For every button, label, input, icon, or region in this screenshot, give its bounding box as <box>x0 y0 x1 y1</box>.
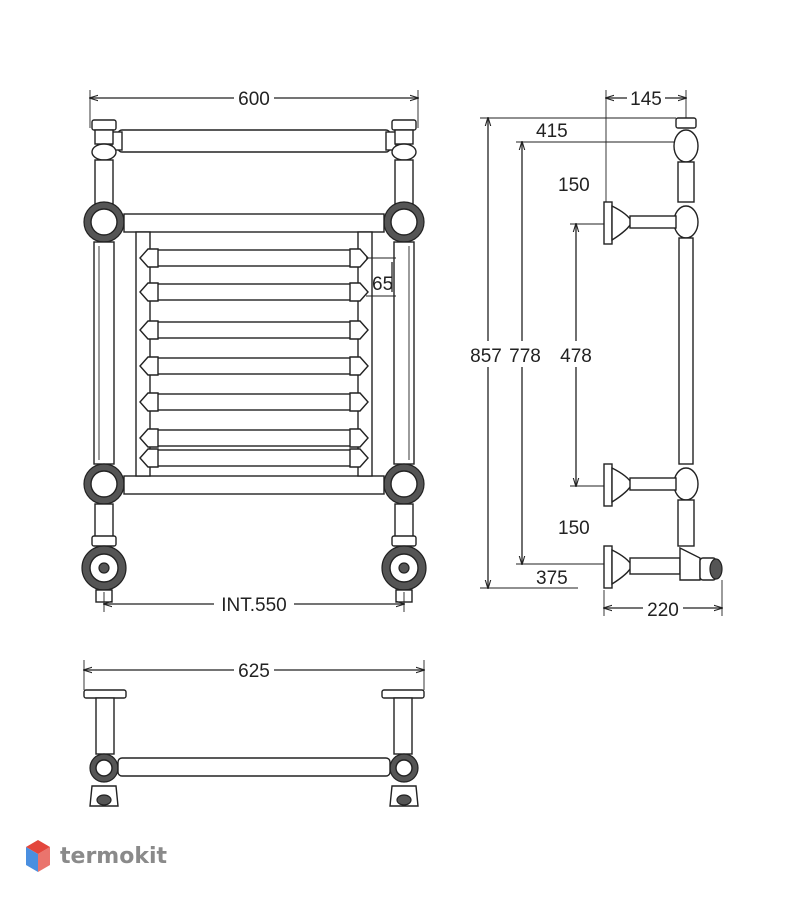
rail-end-cap <box>139 392 159 412</box>
front-view: 600 <box>81 86 427 616</box>
dimension-65-label: 65 <box>372 274 393 295</box>
radiator-cross-rail <box>149 283 359 301</box>
dimension-150-lower-label: 150 <box>558 518 590 539</box>
right-post <box>381 119 427 603</box>
top-view: 625 <box>84 659 424 807</box>
termokit-logo-icon <box>26 840 50 872</box>
radiator-cross-rail <box>149 321 359 339</box>
dimension-220-label: 220 <box>647 600 679 621</box>
radiator-cross-rail <box>149 429 359 447</box>
dimension-375-label: 375 <box>536 568 568 589</box>
radiator-cross-rail <box>149 249 359 267</box>
rail-end-cap <box>349 392 369 412</box>
dimension-478-label: 478 <box>560 346 592 367</box>
rail-end-cap <box>349 448 369 468</box>
side-view: 145 857 778 478 415 150 150 375 <box>466 87 722 621</box>
radiator-cross-rail <box>149 449 359 467</box>
rail-end-cap <box>139 428 159 448</box>
dimension-150-upper-label: 150 <box>558 175 590 196</box>
dimension-145-label: 145 <box>630 89 662 110</box>
top-towel-bar <box>117 129 391 153</box>
dimension-778-label: 778 <box>509 346 541 367</box>
radiator-body <box>123 213 385 495</box>
rail-end-cap <box>349 248 369 268</box>
dimension-415-label: 415 <box>536 121 568 142</box>
rail-end-cap <box>349 282 369 302</box>
rail-end-cap <box>139 282 159 302</box>
rail-end-cap <box>139 448 159 468</box>
rail-end-cap <box>139 248 159 268</box>
dimension-625-label: 625 <box>238 661 270 682</box>
side-post <box>673 117 699 547</box>
radiator-cross-rail <box>149 357 359 375</box>
dimension-600-label: 600 <box>238 89 270 110</box>
lower-wall-bracket <box>603 463 677 507</box>
rail-end-cap <box>139 356 159 376</box>
dimension-857-label: 857 <box>470 346 502 367</box>
upper-wall-bracket <box>603 201 677 245</box>
brand-logo: termokit <box>24 836 167 876</box>
dimension-int550-label: INT.550 <box>221 595 286 616</box>
bottom-valve <box>603 545 723 589</box>
rail-end-cap <box>349 320 369 340</box>
rail-end-cap <box>349 428 369 448</box>
radiator-cross-rail <box>149 393 359 411</box>
brand-name: termokit <box>60 843 168 869</box>
top-view-towel-bar <box>117 757 391 777</box>
rail-end-cap <box>139 320 159 340</box>
left-post <box>81 119 127 603</box>
rail-end-cap <box>349 356 369 376</box>
